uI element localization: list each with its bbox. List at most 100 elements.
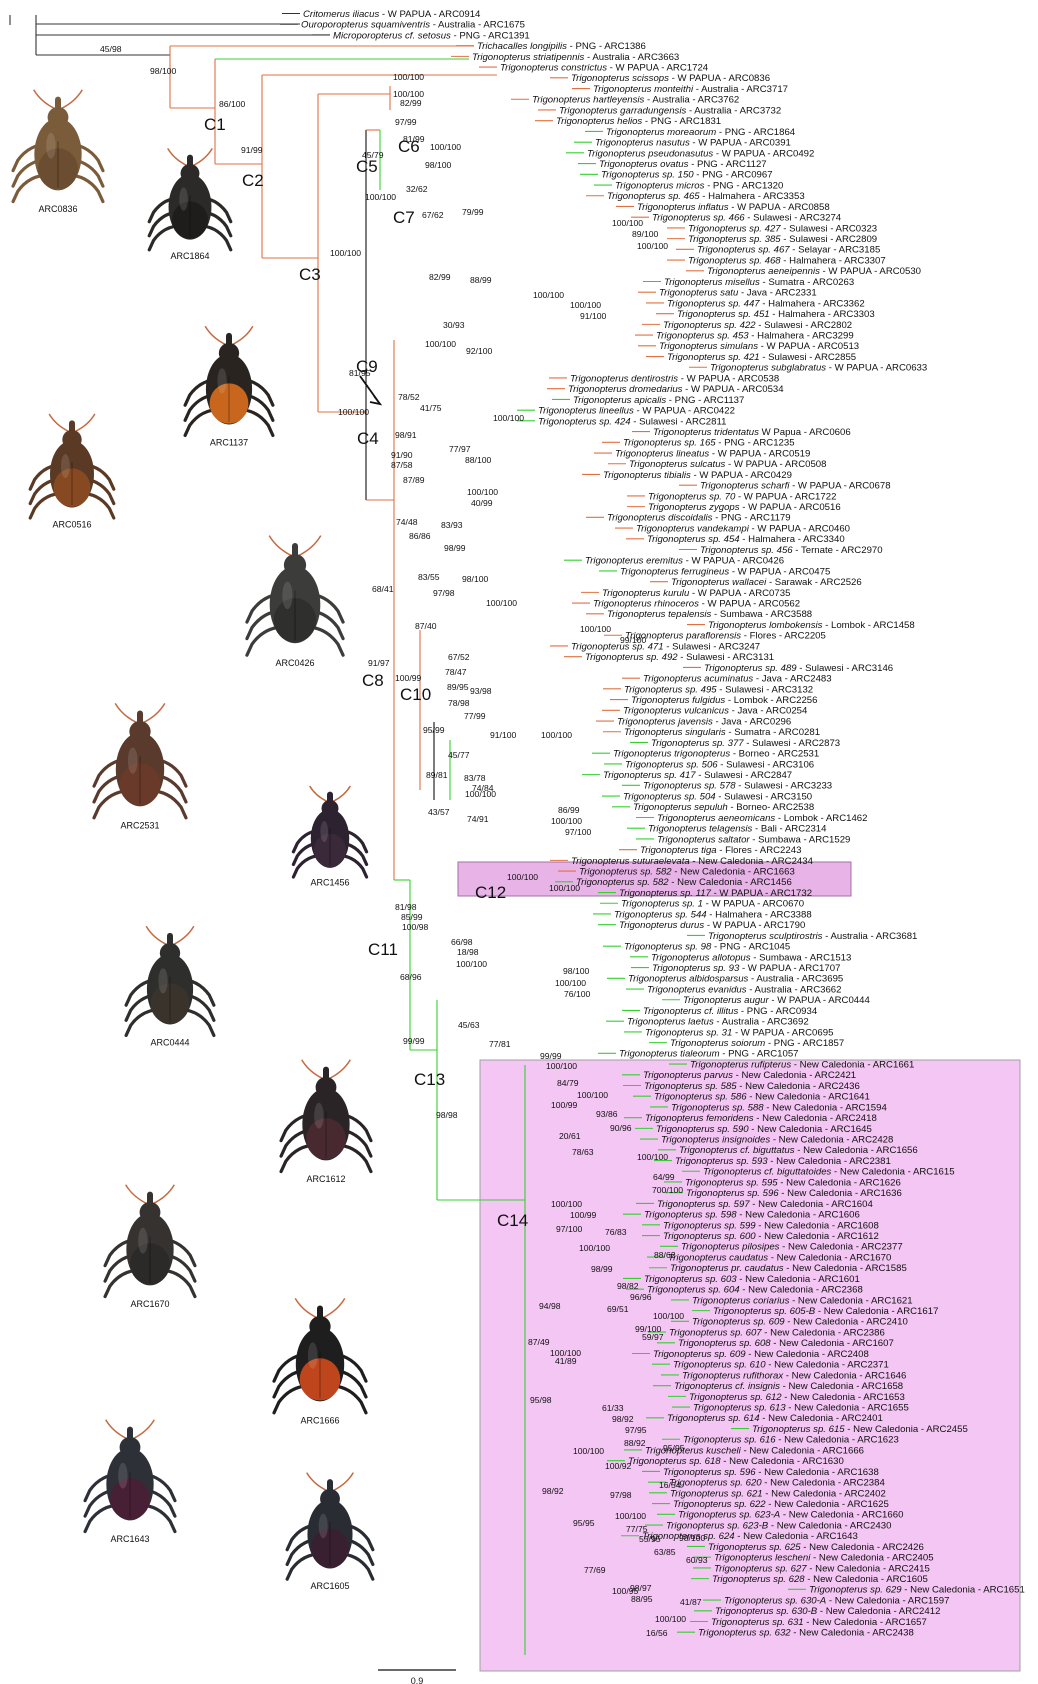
tip-species: Trigonopterus pseudonasutus	[587, 148, 713, 159]
tip-label: Trigonopterus durus - W PAPUA - ARC1790	[619, 920, 805, 931]
support-value: 83/93	[441, 520, 463, 530]
tip-species: Trigonopterus sp. 98	[624, 942, 712, 953]
tip-locality: - W PAPUA - ARC0538	[678, 373, 779, 384]
tip-locality: - Sulawesi - ARC3146	[797, 663, 894, 674]
tip-label: Trigonopterus nasutus - W PAPUA - ARC039…	[595, 138, 791, 149]
clade-label-c14: C14	[497, 1211, 528, 1230]
tip-species: Trigonopterus sp. 489	[704, 663, 797, 674]
photo-label: ARC0836	[38, 204, 77, 214]
support-value: 91/97	[368, 658, 390, 668]
tip-label: Trigonopterus micros - PNG - ARC1320	[615, 180, 783, 191]
support-value: 100/100	[546, 1061, 577, 1071]
support-value: 81/98	[395, 902, 417, 912]
support-value: 45/98	[100, 44, 122, 54]
support-value: 88/100	[465, 455, 492, 465]
tip-species: Trigonopterus zygops	[648, 502, 740, 513]
support-value: 87/58	[391, 460, 413, 470]
tip-species: Trigonopterus sp. 608	[678, 1338, 771, 1349]
tip-locality: - Australia - ARC3717	[693, 84, 788, 95]
support-value: 43/57	[428, 807, 450, 817]
tip-label: Trigonopterus misellus - Sumatra - ARC02…	[664, 277, 854, 288]
support-value: 100/100	[507, 872, 538, 882]
support-value: 98/100	[150, 66, 177, 76]
support-value: 74/48	[396, 517, 418, 527]
tip-species: Trigonopterus vandekampi	[636, 523, 750, 534]
tip-locality: - New Caledonia - ARC1604	[750, 1199, 874, 1210]
tip-locality: - New Caledonia - ARC1617	[815, 1306, 938, 1317]
tip-locality: - New Caledonia - ARC1658	[780, 1381, 903, 1392]
tip-label: Trigonopterus tibialis - W PAPUA - ARC04…	[603, 470, 792, 481]
support-value: 100/100	[573, 1446, 604, 1456]
support-value: 91/90	[391, 450, 413, 460]
tip-species: Trigonopterus sp. 623-B	[666, 1520, 769, 1531]
tip-species: Trigonopterus aeneipennis	[707, 266, 820, 277]
tip-species: Trigonopterus sp. 466	[652, 213, 745, 224]
tip-species: Trigonopterus aeneomicans	[657, 813, 775, 824]
tip-locality: - Sulawesi - ARC3274	[745, 213, 842, 224]
support-value: 32/62	[406, 184, 428, 194]
tip-label: Trigonopterus dentirostris - W PAPUA - A…	[570, 373, 779, 384]
tip-label: Trigonopterus suturaelevata - New Caledo…	[571, 856, 814, 867]
tip-label: Trigonopterus sp. 93 - W PAPUA - ARC1707	[652, 963, 840, 974]
tip-label: Trigonopterus sp. 607 - New Caledonia - …	[669, 1327, 885, 1338]
support-value: 91/100	[490, 730, 517, 740]
photo-label: ARC0516	[52, 520, 91, 530]
tip-label: Trigonopterus sp. 623-B - New Caledonia …	[666, 1520, 891, 1531]
support-value: 100/99	[570, 1210, 597, 1220]
support-value: 100/100	[655, 1614, 686, 1624]
tip-species: Trigonopterus sp. 582	[576, 877, 669, 888]
tip-label: Trigonopterus sp. 597 - New Caledonia - …	[657, 1199, 873, 1210]
tip-locality: - Java - ARC0296	[713, 716, 791, 727]
tip-species: Trigonopterus rufithorax	[682, 1370, 784, 1381]
weevil-photo: ARC1670	[105, 1185, 195, 1309]
tip-species: Trigonopterus sp. 468	[688, 255, 781, 266]
tip-locality: - Australia - ARC1675	[430, 20, 525, 31]
tip-locality: - Sumatra - ARC0281	[726, 727, 820, 738]
tip-locality: - New Caledonia - ARC1638	[756, 1467, 879, 1478]
support-value: 79/99	[462, 207, 484, 217]
tip-label: Trigonopterus discoidalis - PNG - ARC117…	[607, 513, 791, 524]
tip-label: Trigonopterus lineatus - W PAPUA - ARC05…	[615, 448, 810, 459]
tip-locality: - Bali - ARC2314	[752, 824, 827, 835]
tip-locality: - W PAPUA - ARC0530	[820, 266, 921, 277]
tip-species: Trigonopterus sp. 596	[663, 1467, 756, 1478]
tip-locality: - Halmahera - ARC3362	[760, 298, 865, 309]
tip-species: Trigonopterus sp. 544	[614, 909, 707, 920]
tip-locality: - New Caledonia - ARC2455	[845, 1424, 968, 1435]
tip-label: Trigonopterus tiga - Flores - ARC2243	[640, 845, 801, 856]
tip-label: Trigonopterus sp. 424 - Sulawesi - ARC28…	[538, 416, 726, 427]
tip-species: Trigonopterus sp. 467	[697, 245, 790, 256]
tip-locality: - Sulawesi - ARC2811	[631, 416, 727, 427]
support-value: 100/99	[551, 1100, 578, 1110]
clade-label-c6: C6	[398, 137, 420, 156]
tip-label: Trigonopterus sp. 593 - New Caledonia - …	[675, 1156, 891, 1167]
tip-species: Trigonopterus sp. 631	[711, 1617, 804, 1628]
support-value: 87/89	[403, 475, 425, 485]
support-value: 95/99	[423, 725, 445, 735]
tip-label: Trigonopterus sp. 632 - New Caledonia - …	[698, 1628, 914, 1639]
tip-label: Trigonopterus sp. 468 - Halmahera - ARC3…	[688, 255, 886, 266]
tip-label: Trigonopterus sp. 117 - W PAPUA - ARC173…	[619, 888, 812, 899]
support-value: 76/83	[605, 1227, 627, 1237]
tip-label: Trigonopterus insignoides - New Caledoni…	[661, 1135, 893, 1146]
tip-species: Trigonopterus sculptirostris	[708, 931, 823, 942]
tip-label: Trigonopterus pseudonasutus - W PAPUA - …	[587, 148, 814, 159]
tip-species: Trigonopterus sp. 578	[643, 781, 736, 792]
support-value: 20/61	[559, 1131, 581, 1141]
tip-species: Trigonopterus caudatus	[668, 1252, 768, 1263]
tip-locality: - Java - ARC0254	[729, 706, 808, 717]
support-value: 100/100	[456, 959, 487, 969]
support-value: 99/99	[403, 1036, 425, 1046]
tip-species: Trigonopterus cf. insignis	[674, 1381, 780, 1392]
tip-species: Trigonopterus lombokensis	[708, 620, 823, 631]
tip-locality: - W PAPUA - ARC0422	[634, 406, 735, 417]
tip-label: Trigonopterus sp. 610 - New Caledonia - …	[673, 1360, 889, 1371]
tip-species: Trigonopterus sp. 456	[700, 545, 793, 556]
tip-locality: - New Caledonia - ARC1621	[789, 1295, 912, 1306]
tip-label: Trigonopterus singularis - Sumatra - ARC…	[624, 727, 820, 738]
support-value: 100/100	[555, 978, 586, 988]
tip-label: Trigonopterus sp. 385 - Sulawesi - ARC28…	[688, 234, 877, 245]
tip-species: Trichacalles longipilis	[477, 41, 567, 52]
support-value: 68/96	[400, 972, 422, 982]
tip-species: Trigonopterus tialeorum	[619, 1049, 720, 1060]
